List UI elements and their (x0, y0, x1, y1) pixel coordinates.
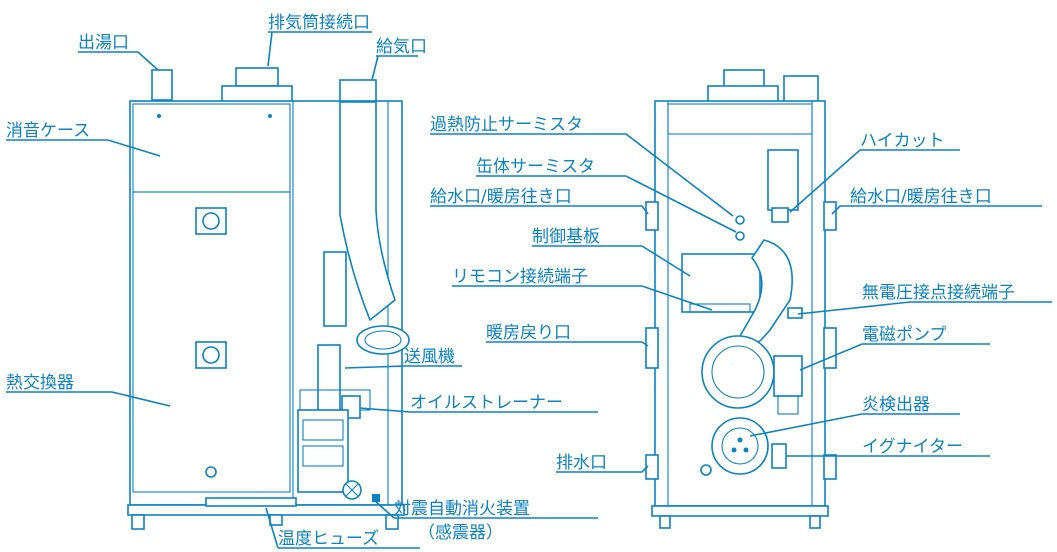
heating-return-port (645, 327, 659, 369)
label-temperature-fuse: 温度ヒューズ (278, 529, 379, 549)
solenoid-pump-body (773, 355, 803, 397)
label-water-inlet-left: 給水口/暖房往き口 (430, 187, 572, 207)
label-can-thermistor: 缶体サーミスタ (476, 157, 595, 177)
temperature-fuse-plate (205, 497, 297, 507)
label-control-board: 制御基板 (532, 227, 600, 247)
label-solenoid-pump: 電磁ポンプ (862, 325, 947, 345)
label-drain: 排水口 (556, 453, 607, 473)
label-air-intake: 給気口 (376, 37, 427, 57)
label-blower: 送風機 (404, 347, 455, 367)
right-unit-inlet-left (645, 201, 659, 231)
label-high-cut: ハイカット (860, 131, 945, 151)
right-air-intake (783, 75, 819, 103)
labels: 出湯口 排気筒接続口 給気口 消音ケース 熱交換器 送風機 オイルストレーナー … (6, 13, 1015, 549)
label-water-inlet-right: 給水口/暖房往き口 (850, 187, 992, 207)
right-flue-pipe (767, 149, 799, 211)
can-thermistor-marker (735, 231, 745, 241)
exhaust-port-cap (235, 67, 279, 87)
exhaust-port-base (221, 85, 293, 103)
high-cut-switch (771, 207, 789, 223)
label-flame-detector: 炎検出器 (862, 395, 930, 415)
igniter-body (771, 443, 787, 469)
label-heating-return: 暖房戻り口 (486, 323, 571, 343)
label-exhaust-connection: 排気筒接続口 (268, 13, 370, 33)
label-dry-contact-terminal: 無電圧接点接続端子 (862, 283, 1015, 303)
air-duct (339, 101, 396, 322)
hot-water-outlet-pipe (151, 69, 173, 101)
burner-head (711, 417, 769, 475)
label-seismic-sensor: （感震器） (418, 523, 503, 543)
right-unit-inlet-right (823, 201, 837, 231)
leader-lines (6, 31, 1052, 549)
label-hot-water-outlet: 出湯口 (78, 33, 129, 53)
label-overheat-thermistor: 過熱防止サーミスタ (430, 115, 583, 135)
label-silencer-case: 消音ケース (6, 121, 90, 141)
burner-assembly (297, 409, 349, 493)
label-igniter: イグナイター (862, 437, 963, 457)
right-unit-drawing (645, 69, 837, 529)
heat-exchanger-panel (132, 191, 291, 493)
label-remote-terminal: リモコン接続端子 (452, 267, 588, 287)
left-control-box (323, 251, 347, 327)
overheat-thermistor-marker (735, 215, 745, 225)
blower-housing (317, 344, 341, 416)
right-base (651, 505, 829, 517)
label-oil-strainer: オイルストレーナー (410, 393, 563, 413)
right-blower-body (701, 335, 775, 409)
left-unit-drawing (127, 67, 410, 530)
label-heat-exchanger: 熱交換器 (6, 373, 74, 393)
label-seismic-extinguisher: 対震自動消火装置 (394, 499, 530, 519)
air-intake-pipe (339, 79, 377, 103)
